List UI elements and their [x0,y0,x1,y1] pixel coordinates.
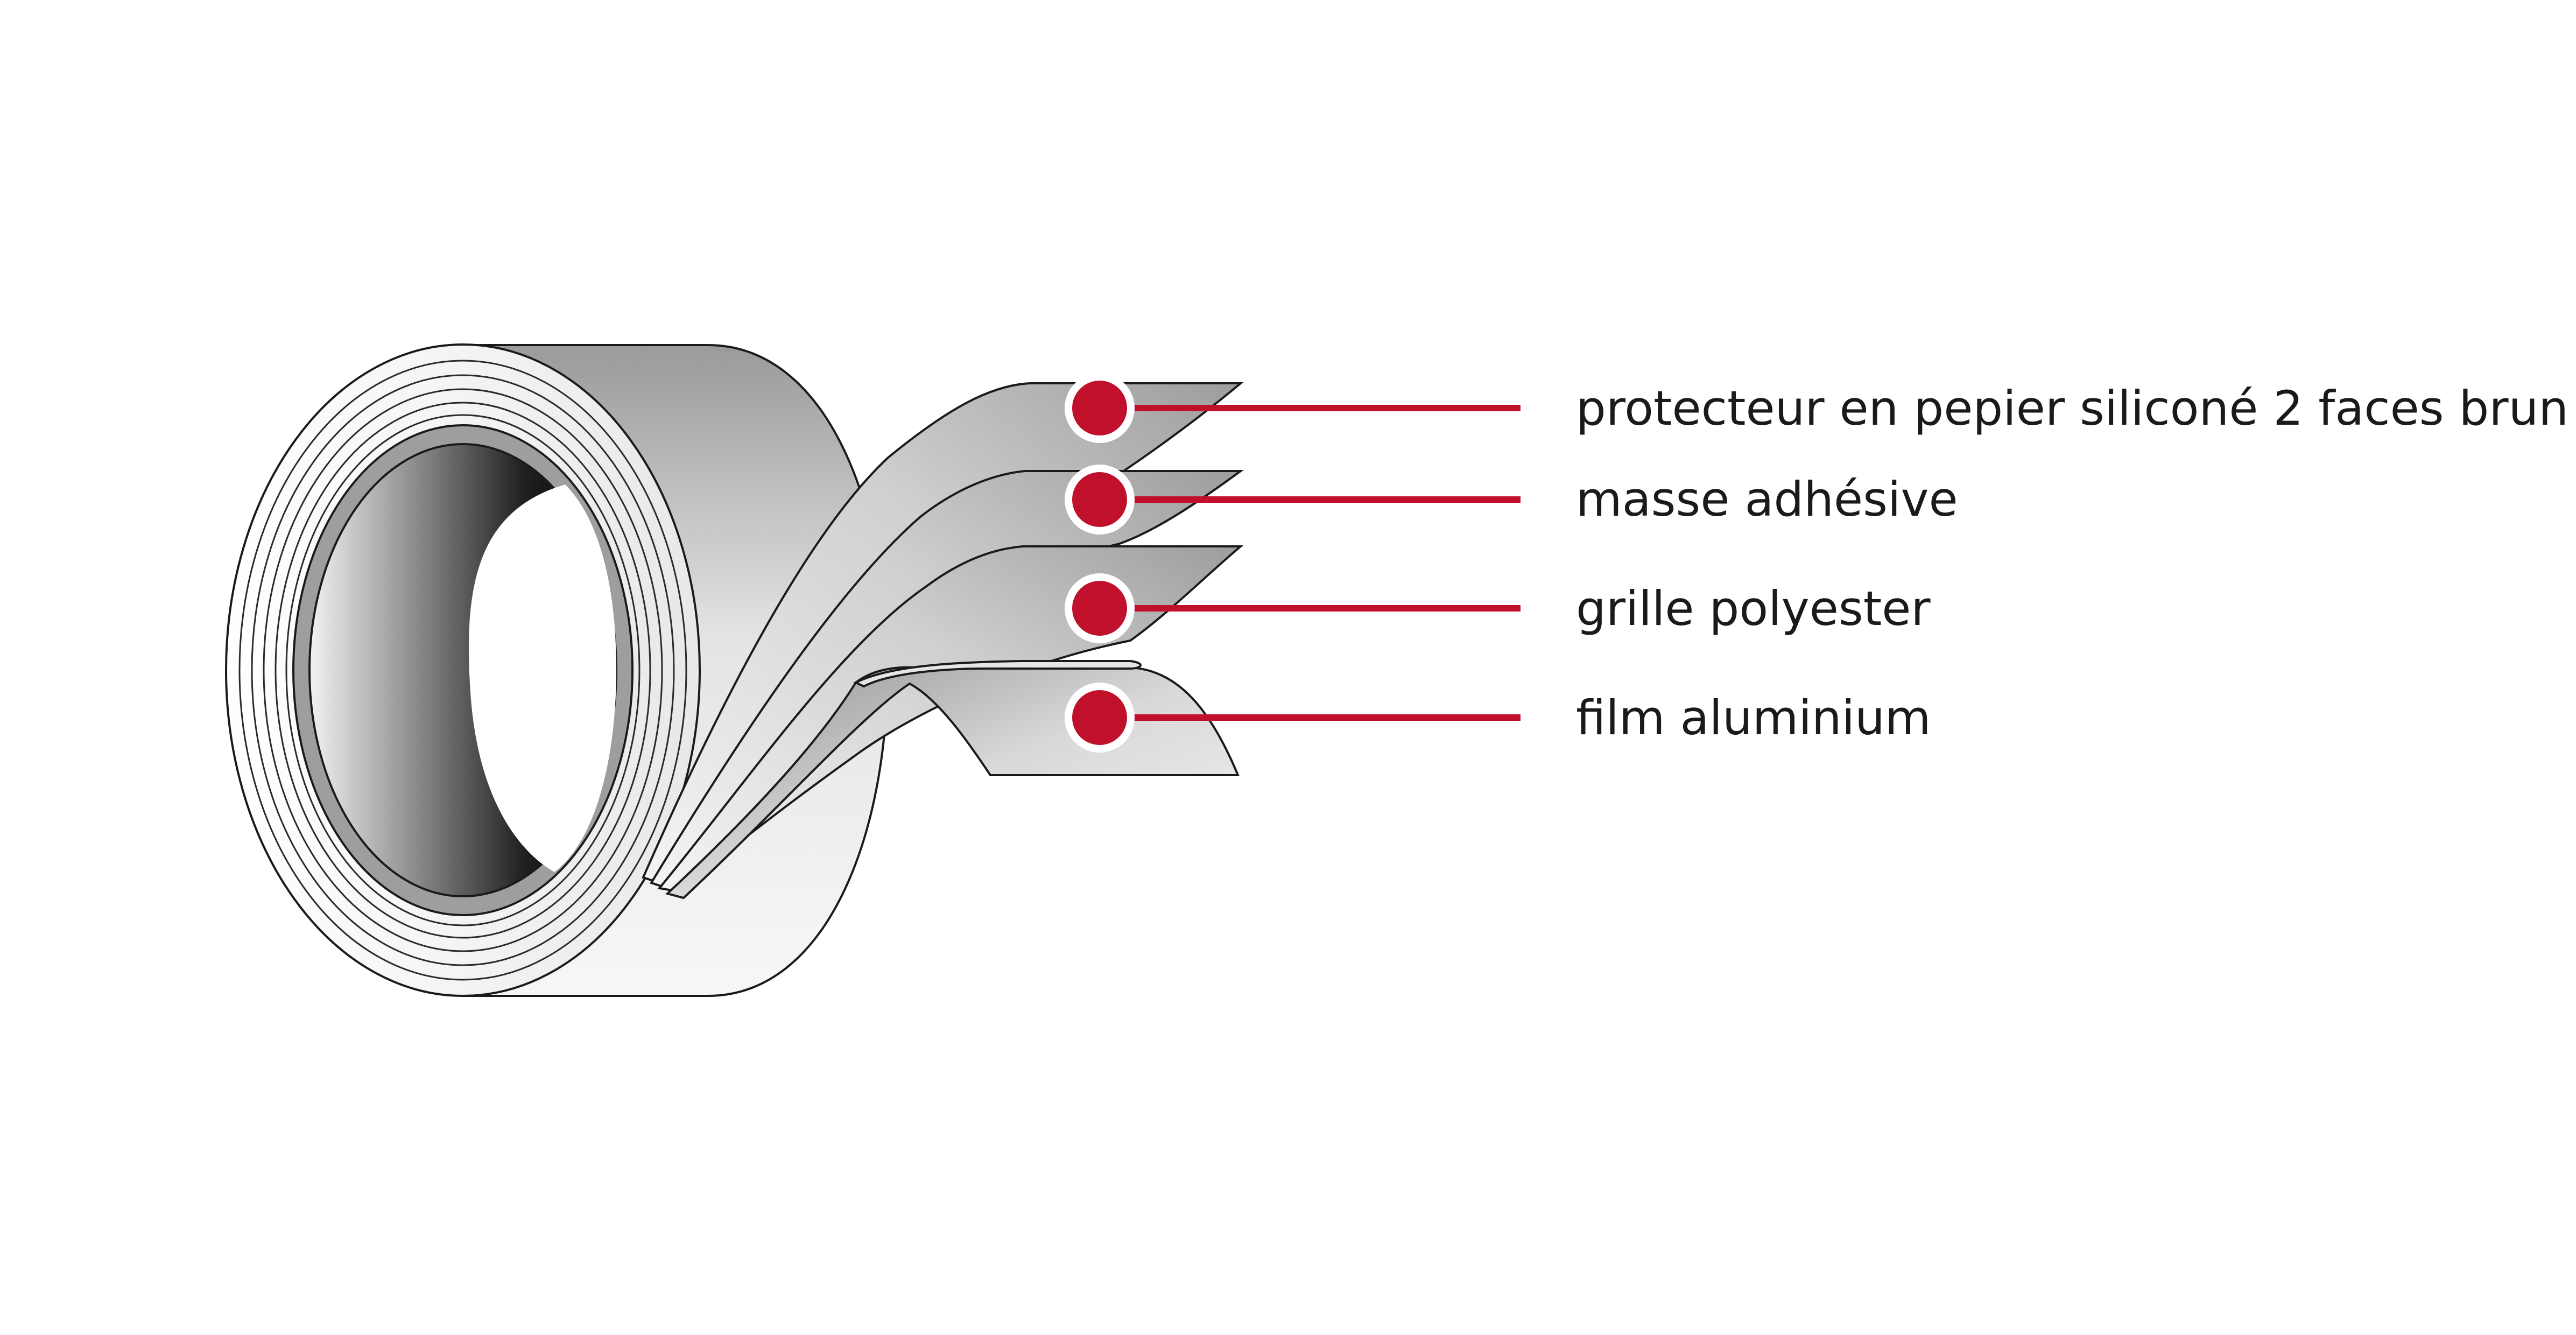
marker-polyester-grid [1065,573,1135,643]
tape-roll [225,343,889,997]
label-silicone-paper: protecteur en pepier siliconé 2 faces br… [1576,381,2568,436]
roll-winding-rings [238,360,687,981]
layer-markers [1065,373,1135,753]
marker-silicone-paper [1065,373,1135,443]
leader-lines [1101,405,1521,721]
layer-labels: protecteur en pepier siliconé 2 faces br… [1576,381,2568,746]
marker-adhesive [1065,465,1135,535]
roll-hole-inner-wall [468,484,616,872]
label-polyester-grid: grille polyester [1576,581,1931,636]
marker-aluminium-film [1065,683,1135,753]
aluminium-film-top-edge [853,660,1142,688]
label-adhesive: masse adhésive [1576,472,1958,527]
label-aluminium-film: film aluminium [1576,690,1931,746]
